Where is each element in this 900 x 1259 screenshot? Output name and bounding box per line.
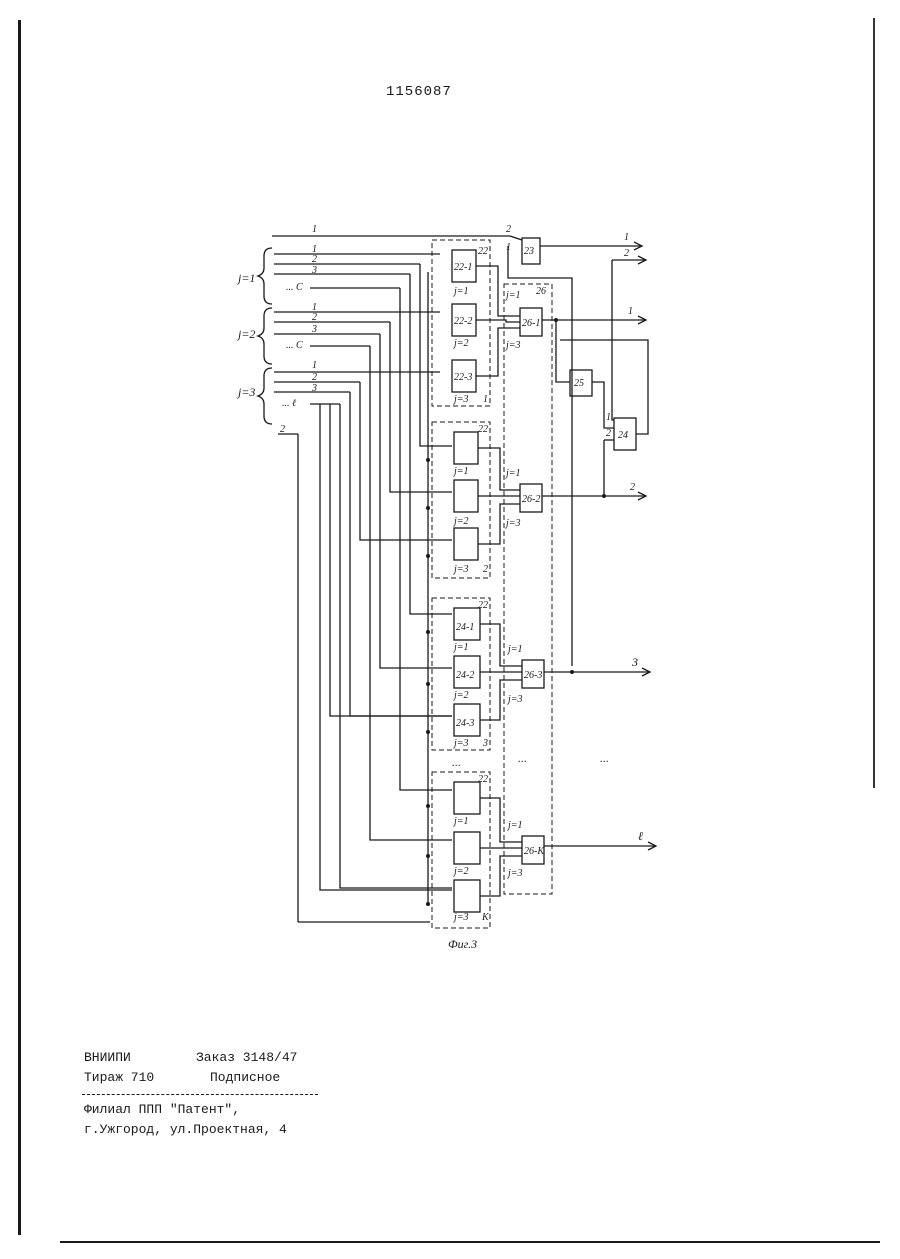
label-j2-inC: ... C (286, 340, 303, 351)
label-g2-j3: j=3 (452, 564, 469, 575)
label-j3-inL: ... ℓ (282, 398, 296, 409)
label-g3-j2: j=2 (452, 690, 469, 701)
imprint-divider (82, 1094, 318, 1095)
label-gK-j3: j=3 (452, 912, 469, 923)
label-block-24: 24 (618, 430, 628, 441)
label-out-1-top: 1 (624, 232, 629, 243)
block-22-groupK-2 (454, 832, 480, 864)
label-g3-j3: j=3 (452, 738, 469, 749)
label-j1-inC: ... C (286, 282, 303, 293)
imprint-org: ВНИИПИ (84, 1050, 131, 1065)
label-group-number-K: K (481, 912, 490, 923)
label-group2-tag: 22 (478, 424, 488, 435)
label-block-24-2: 24-2 (456, 670, 474, 681)
label-g3-j1: j=1 (452, 642, 469, 653)
label-block-26-1: 26-1 (522, 318, 540, 329)
label-j1-in3: 3 (311, 265, 317, 276)
label-group-number-1: 1 (483, 394, 488, 405)
label-26-3-in1: j=1 (506, 644, 523, 655)
label-23-in2: 2 (506, 224, 511, 235)
label-j2-in2: 2 (312, 312, 317, 323)
label-26-K-in3: j=3 (506, 868, 523, 879)
label-26-1-in3: j=3 (504, 340, 521, 351)
label-j1: j=1 (236, 271, 255, 285)
label-out-1: 1 (628, 306, 633, 317)
label-block-22-2: 22-2 (454, 316, 472, 327)
block-22-groupK-1 (454, 782, 480, 814)
label-gK-j1: j=1 (452, 816, 469, 827)
label-26-1-in1: j=1 (504, 290, 521, 301)
label-out-2: 2 (630, 482, 635, 493)
label-input-2: 2 (280, 424, 285, 435)
imprint-subscription: Подписное (210, 1070, 280, 1085)
label-24-in2: 2 (606, 428, 611, 439)
label-26-K-in1: j=1 (506, 820, 523, 831)
label-26-3-in3: j=3 (506, 694, 523, 705)
label-group-number-3: 3 (482, 738, 488, 749)
label-g2-j1: j=1 (452, 466, 469, 477)
label-j3: j=3 (236, 385, 255, 399)
label-group-number-2: 2 (483, 564, 488, 575)
label-block-24-3: 24-3 (456, 718, 474, 729)
figure-caption: Фиг.3 (448, 937, 477, 951)
label-j3-in1: 1 (312, 360, 317, 371)
brace-j1 (258, 248, 272, 304)
label-g2-j2: j=2 (452, 516, 469, 527)
ellipsis-groups: ... (452, 755, 461, 769)
label-g1-j3: j=3 (452, 394, 469, 405)
label-block-24-1: 24-1 (456, 622, 474, 633)
block-26-frame (504, 284, 552, 894)
label-block-26-K: 26-K (524, 846, 545, 857)
label-block-26-tag: 26 (536, 286, 546, 297)
label-g1-j1: j=1 (452, 286, 469, 297)
brace-j2 (258, 308, 272, 364)
block-22-group2-1 (454, 432, 478, 464)
label-23-in1: 1 (506, 242, 511, 253)
label-26-2-in3: j=3 (504, 518, 521, 529)
block-22-groupK-3 (454, 880, 480, 912)
block-22-group2-3 (454, 528, 478, 560)
brace-j3 (258, 368, 272, 424)
label-block-25: 25 (574, 378, 584, 389)
label-26-2-in1: j=1 (504, 468, 521, 479)
label-block-22-1: 22-1 (454, 262, 472, 273)
label-out-l: ℓ (638, 829, 643, 843)
imprint-address: г.Ужгород, ул.Проектная, 4 (84, 1122, 287, 1137)
label-j3-in3: 3 (311, 383, 317, 394)
label-j3-in2: 2 (312, 372, 317, 383)
ellipsis-26: ... (518, 751, 527, 765)
label-j2: j=2 (236, 327, 255, 341)
label-block-26-2: 26-2 (522, 494, 540, 505)
label-groupK-tag: 22 (478, 774, 488, 785)
label-j1-in2: 2 (312, 254, 317, 265)
imprint-circulation: Тираж 710 (84, 1070, 154, 1085)
label-block-22-3: 22-3 (454, 372, 472, 383)
label-group1-tag: 22 (478, 246, 488, 257)
label-24-in1: 1 (606, 412, 611, 423)
label-block-23: 23 (524, 246, 534, 257)
label-group3-tag: 22 (478, 600, 488, 611)
label-block-26-3: 26-3 (524, 670, 542, 681)
label-j2-in3: 3 (311, 324, 317, 335)
label-gK-j2: j=2 (452, 866, 469, 877)
label-g1-j2: j=2 (452, 338, 469, 349)
imprint-order: Заказ 3148/47 (196, 1050, 297, 1065)
label-input-top: 1 (312, 224, 317, 235)
ellipsis-outputs: ... (600, 751, 609, 765)
block-22-group2-2 (454, 480, 478, 512)
label-out-3: 3 (631, 655, 638, 669)
label-out-2-top: 2 (624, 248, 629, 259)
imprint-branch: Филиал ППП "Патент", (84, 1102, 240, 1117)
